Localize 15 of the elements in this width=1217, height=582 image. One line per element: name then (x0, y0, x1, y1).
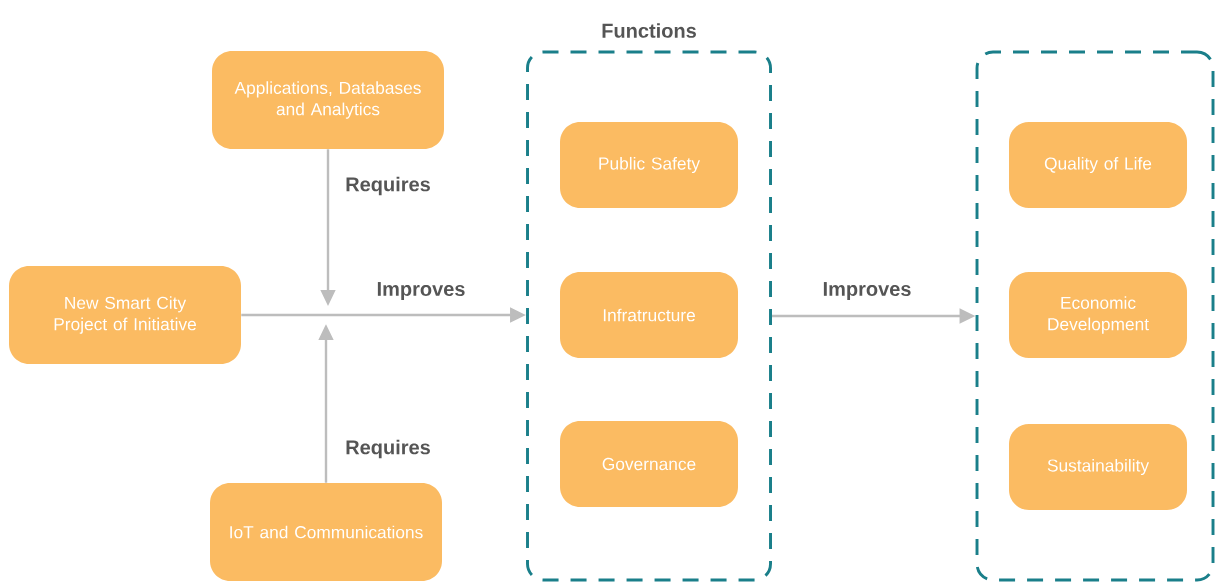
edge-label: Requires (343, 175, 433, 197)
process-box: New Smart City Project of Initiative (9, 266, 241, 364)
node-label: Functions (602, 23, 696, 38)
process-box: Economic Development (1009, 272, 1187, 358)
dashed-group (975, 50, 1215, 582)
process-box: Infratructure (560, 272, 738, 358)
process-box: Quality of Life (1009, 122, 1187, 208)
process-box: Applications, Databases and Analytics (212, 51, 444, 149)
process-box: IoT and Communications (210, 483, 442, 581)
process-box: Public Safety (560, 122, 738, 208)
process-box: Governance (560, 421, 738, 507)
edge-label: Improves (821, 280, 913, 302)
edge-label: Improves (375, 280, 467, 302)
process-box: Sustainability (1009, 424, 1187, 510)
edge-label: Requires (343, 438, 433, 460)
